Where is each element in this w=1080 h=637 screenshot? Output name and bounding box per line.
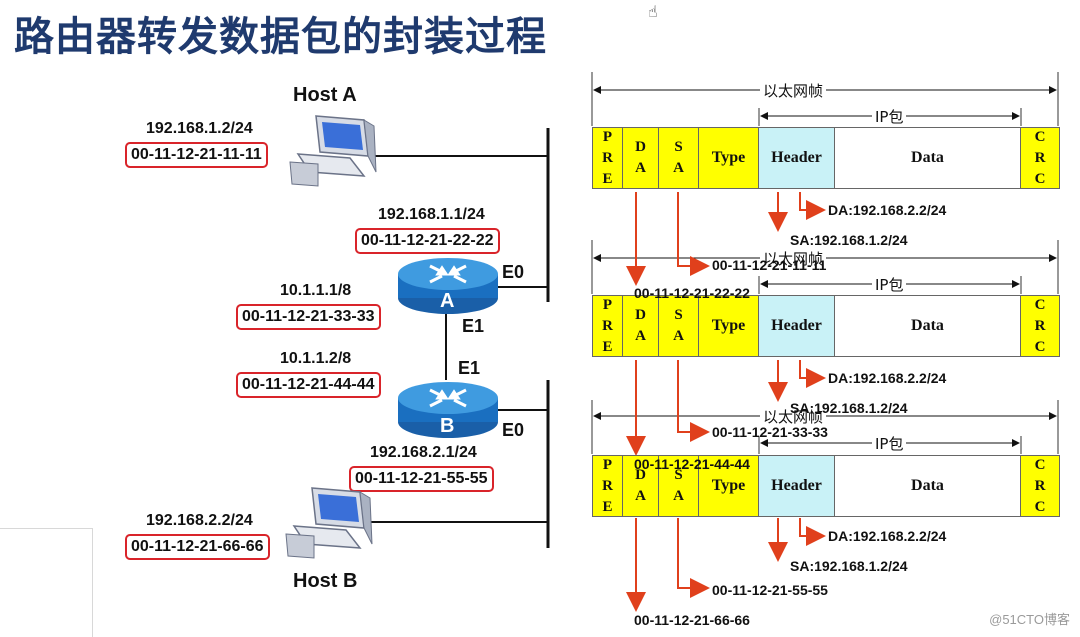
computer-icon-host-b: [285, 487, 373, 559]
field-type: Type: [699, 296, 759, 356]
frame-3-mac-da: 00-11-12-21-66-66: [634, 612, 750, 628]
blank-panel: [0, 528, 93, 637]
host-b-ip: 192.168.2.2/24: [146, 512, 253, 529]
host-a-ip: 192.168.1.2/24: [146, 120, 253, 137]
field-header: Header: [759, 456, 835, 516]
host-a-mac: 00-11-12-21-11-11: [125, 142, 268, 168]
field-data: Data: [835, 456, 1021, 516]
field-type: Type: [699, 128, 759, 188]
eth-frame-label-3: 以太网帧: [760, 406, 827, 427]
eth-frame-label-1: 以太网帧: [760, 80, 827, 101]
router-b-icon: [398, 382, 498, 438]
ip-packet-label-3: IP包: [872, 433, 907, 454]
hand-cursor-icon: ☝: [648, 4, 658, 21]
router-a-e1-ip: 10.1.1.1/8: [280, 282, 352, 299]
router-a-icon: [398, 258, 498, 314]
frame-2-ip-sa: SA:192.168.1.2/24: [790, 400, 908, 416]
ip-packet-label-2: IP包: [872, 274, 907, 295]
router-b-e0-name: E0: [502, 420, 525, 440]
frame-1-mac-sa: 00-11-12-21-11-11: [712, 257, 827, 273]
frame-3-ip-da: DA:192.168.2.2/24: [828, 528, 947, 544]
router-b-e1-name: E1: [458, 358, 481, 378]
frame-2-ip-da: DA:192.168.2.2/24: [828, 370, 947, 386]
frame-1-mac-da: 00-11-12-21-22-22: [634, 285, 750, 301]
router-a-label: A: [440, 290, 455, 312]
watermark: @51CTO博客: [989, 612, 1070, 627]
frame-3-ip-sa: SA:192.168.1.2/24: [790, 558, 908, 574]
router-b-e1-mac: 00-11-12-21-44-44: [236, 372, 381, 398]
ip-packet-label-1: IP包: [872, 106, 907, 127]
frame-3-mac-sa: 00-11-12-21-55-55: [712, 582, 828, 598]
router-a-e0-ip: 192.168.1.1/24: [378, 206, 485, 223]
frame-2-mac-sa: 00-11-12-21-33-33: [712, 424, 828, 440]
computer-icon-host-a: [289, 115, 377, 187]
router-b-label: B: [440, 415, 455, 437]
router-b-e1-ip: 10.1.1.2/8: [280, 350, 352, 367]
host-b-name: Host B: [293, 570, 358, 592]
field-data: Data: [835, 128, 1021, 188]
host-b-mac: 00-11-12-21-66-66: [125, 534, 270, 560]
router-a-e1-mac: 00-11-12-21-33-33: [236, 304, 381, 330]
field-data: Data: [835, 296, 1021, 356]
page-title: 路由器转发数据包的封装过程: [14, 14, 547, 60]
frame-2-mac-da: 00-11-12-21-44-44: [634, 456, 750, 472]
router-b-e0-ip: 192.168.2.1/24: [370, 444, 477, 461]
router-a-e0-name: E0: [502, 262, 525, 282]
frame-1-ip-sa: SA:192.168.1.2/24: [790, 232, 908, 248]
field-header: Header: [759, 128, 835, 188]
frame-1-ip-da: DA:192.168.2.2/24: [828, 202, 947, 218]
router-a-e1-name: E1: [462, 316, 485, 336]
router-b-e0-mac: 00-11-12-21-55-55: [349, 466, 494, 492]
field-type: Type: [699, 456, 759, 516]
host-a-name: Host A: [293, 84, 357, 106]
router-a-e0-mac: 00-11-12-21-22-22: [355, 228, 500, 254]
field-header: Header: [759, 296, 835, 356]
eth-frame-label-2: 以太网帧: [760, 248, 827, 269]
